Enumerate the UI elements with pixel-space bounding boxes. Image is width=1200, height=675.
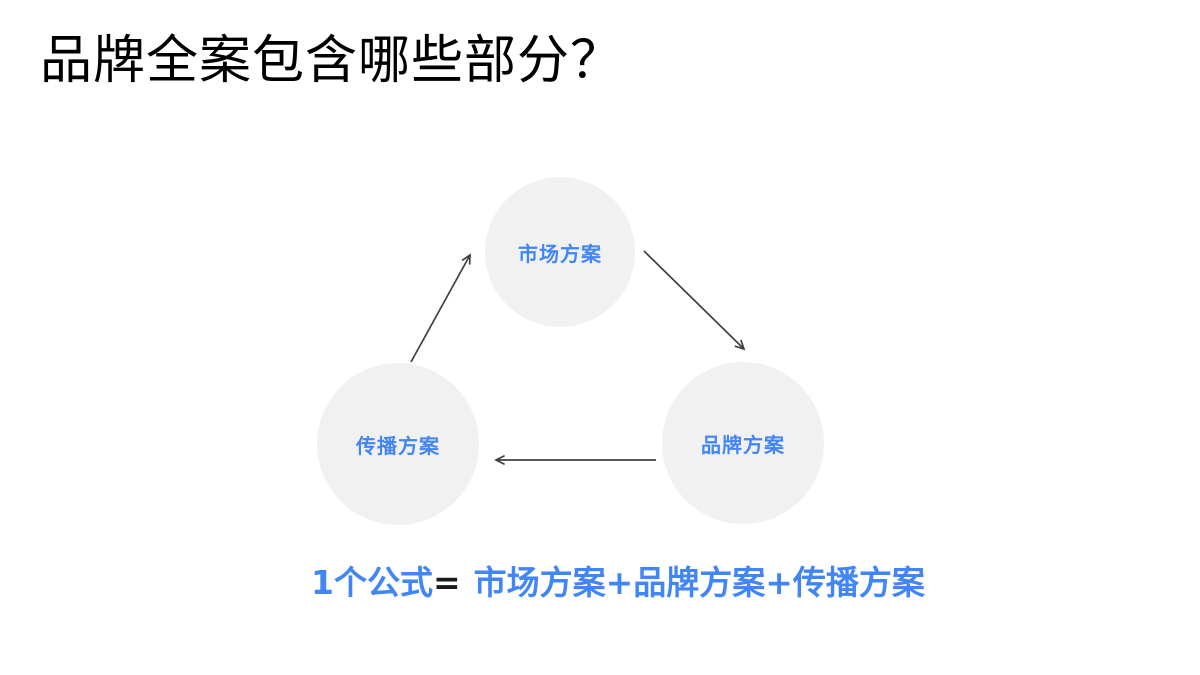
node-market-plan: 市场方案 bbox=[485, 177, 635, 327]
formula-prefix: 1个公式 bbox=[311, 563, 433, 602]
node-brand-plan-label: 品牌方案 bbox=[701, 432, 785, 457]
arrow-communication-to-market-icon bbox=[410, 253, 471, 363]
formula-text: 1个公式= 市场方案+品牌方案+传播方案 bbox=[311, 556, 925, 604]
formula-expression: 市场方案+品牌方案+传播方案 bbox=[473, 563, 925, 602]
node-communication-plan: 传播方案 bbox=[317, 363, 479, 525]
slide-title: 品牌全案包含哪些部分？ bbox=[40, 31, 624, 91]
node-market-plan-label: 市场方案 bbox=[518, 241, 602, 266]
arrow-market-to-brand-icon bbox=[643, 250, 746, 351]
node-brand-plan: 品牌方案 bbox=[662, 362, 824, 524]
node-communication-plan-label: 传播方案 bbox=[356, 433, 440, 458]
formula-equals-sign: = bbox=[432, 563, 461, 602]
